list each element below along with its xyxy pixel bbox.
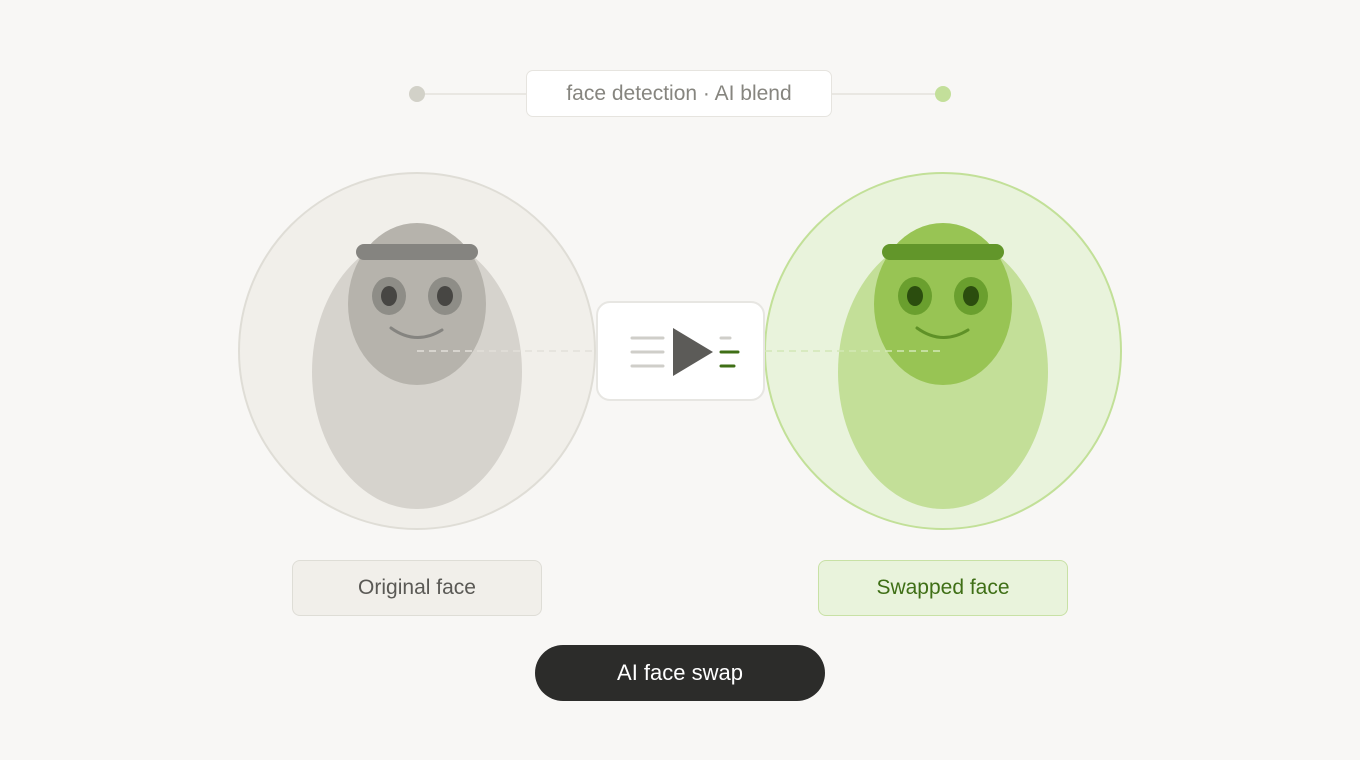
- play-transform-icon: [630, 328, 740, 376]
- swapped-face-label: Swapped face: [818, 560, 1068, 616]
- source-dot: [409, 86, 425, 102]
- ai-face-swap-button[interactable]: AI face swap: [535, 645, 825, 701]
- caption-badge: face detection · AI blend: [526, 70, 832, 117]
- swapped-face-avatar-icon: [764, 172, 1122, 530]
- target-dot: [935, 86, 951, 102]
- process-card: [596, 301, 765, 401]
- original-face-label: Original face: [292, 560, 542, 616]
